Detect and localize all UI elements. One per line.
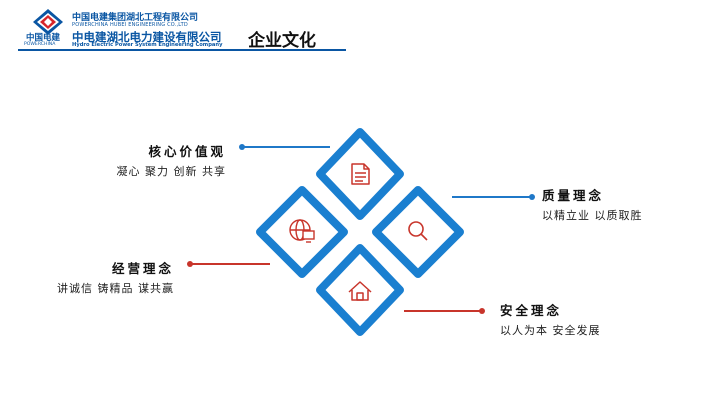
header: 中国电建 POWERCHINA 中国电建集团湖北工程有限公司 POWERCHIN… — [0, 0, 720, 56]
company-name-en-1: POWERCHINA HUBEI ENGINEERING CO.,LTD — [72, 22, 188, 28]
diamond-bottom — [316, 244, 404, 336]
value-business-title: 经营理念 — [111, 261, 174, 276]
page-title: 企业文化 — [248, 31, 316, 51]
logo-cn-text: 中国电建 — [26, 33, 61, 43]
value-core: 核心价值观 凝心 聚力 创新 共享 — [117, 141, 227, 179]
diamond-right — [372, 186, 464, 278]
powerchina-logo-icon — [33, 9, 63, 35]
value-safety: 安全理念 以人为本 安全发展 — [500, 300, 601, 338]
value-safety-desc: 以人为本 安全发展 — [500, 324, 601, 337]
document-icon — [351, 163, 370, 185]
value-core-title: 核心价值观 — [148, 144, 226, 159]
company-name-cn-1: 中国电建集团湖北工程有限公司 — [72, 13, 199, 23]
value-quality-desc: 以精立业 以质取胜 — [542, 209, 643, 222]
value-quality: 质量理念 以精立业 以质取胜 — [542, 185, 643, 223]
value-safety-title: 安全理念 — [500, 303, 563, 318]
diamond-top — [316, 128, 404, 220]
value-business: 经营理念 讲诚信 铸精品 谋共赢 — [57, 258, 174, 296]
company-name-cn-2: 中电建湖北电力建设有限公司 — [72, 30, 222, 44]
header-divider — [18, 49, 346, 51]
home-icon — [348, 281, 372, 301]
value-business-desc: 讲诚信 铸精品 谋共赢 — [57, 282, 174, 295]
connector-business — [187, 261, 270, 267]
connector-core — [239, 144, 330, 150]
connector-quality — [452, 194, 535, 200]
globe-computer-icon — [289, 219, 315, 243]
value-quality-title: 质量理念 — [542, 188, 605, 203]
search-icon — [408, 221, 428, 241]
logo-en-text: POWERCHINA — [24, 42, 56, 47]
company-name-en-2: Hydro Electric Power System Engineering … — [72, 42, 223, 48]
diamond-left — [256, 186, 348, 278]
connector-safety — [404, 308, 485, 314]
value-core-desc: 凝心 聚力 创新 共享 — [116, 165, 226, 178]
